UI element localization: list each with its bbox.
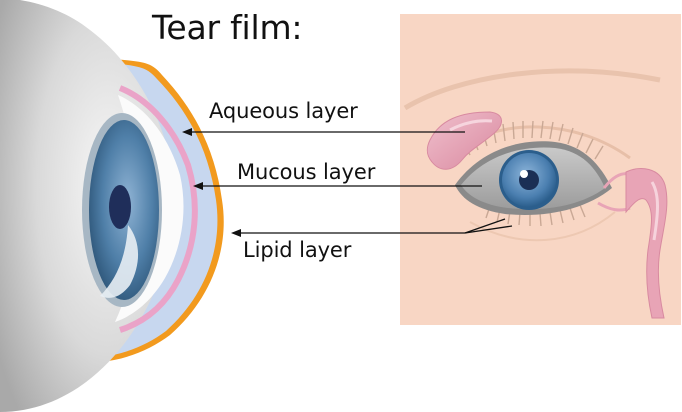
mucous-layer-label: Mucous layer bbox=[237, 160, 375, 184]
eyeball-side-view-icon bbox=[0, 0, 224, 412]
lipid-layer-label: Lipid layer bbox=[243, 238, 351, 262]
pupil-shape bbox=[109, 185, 131, 229]
front-eye-glint bbox=[520, 170, 528, 178]
lipid-arrowhead bbox=[231, 229, 241, 237]
diagram-title: Tear film: bbox=[152, 8, 302, 47]
front-eye-view-icon bbox=[400, 14, 681, 325]
aqueous-layer-label: Aqueous layer bbox=[209, 99, 358, 123]
